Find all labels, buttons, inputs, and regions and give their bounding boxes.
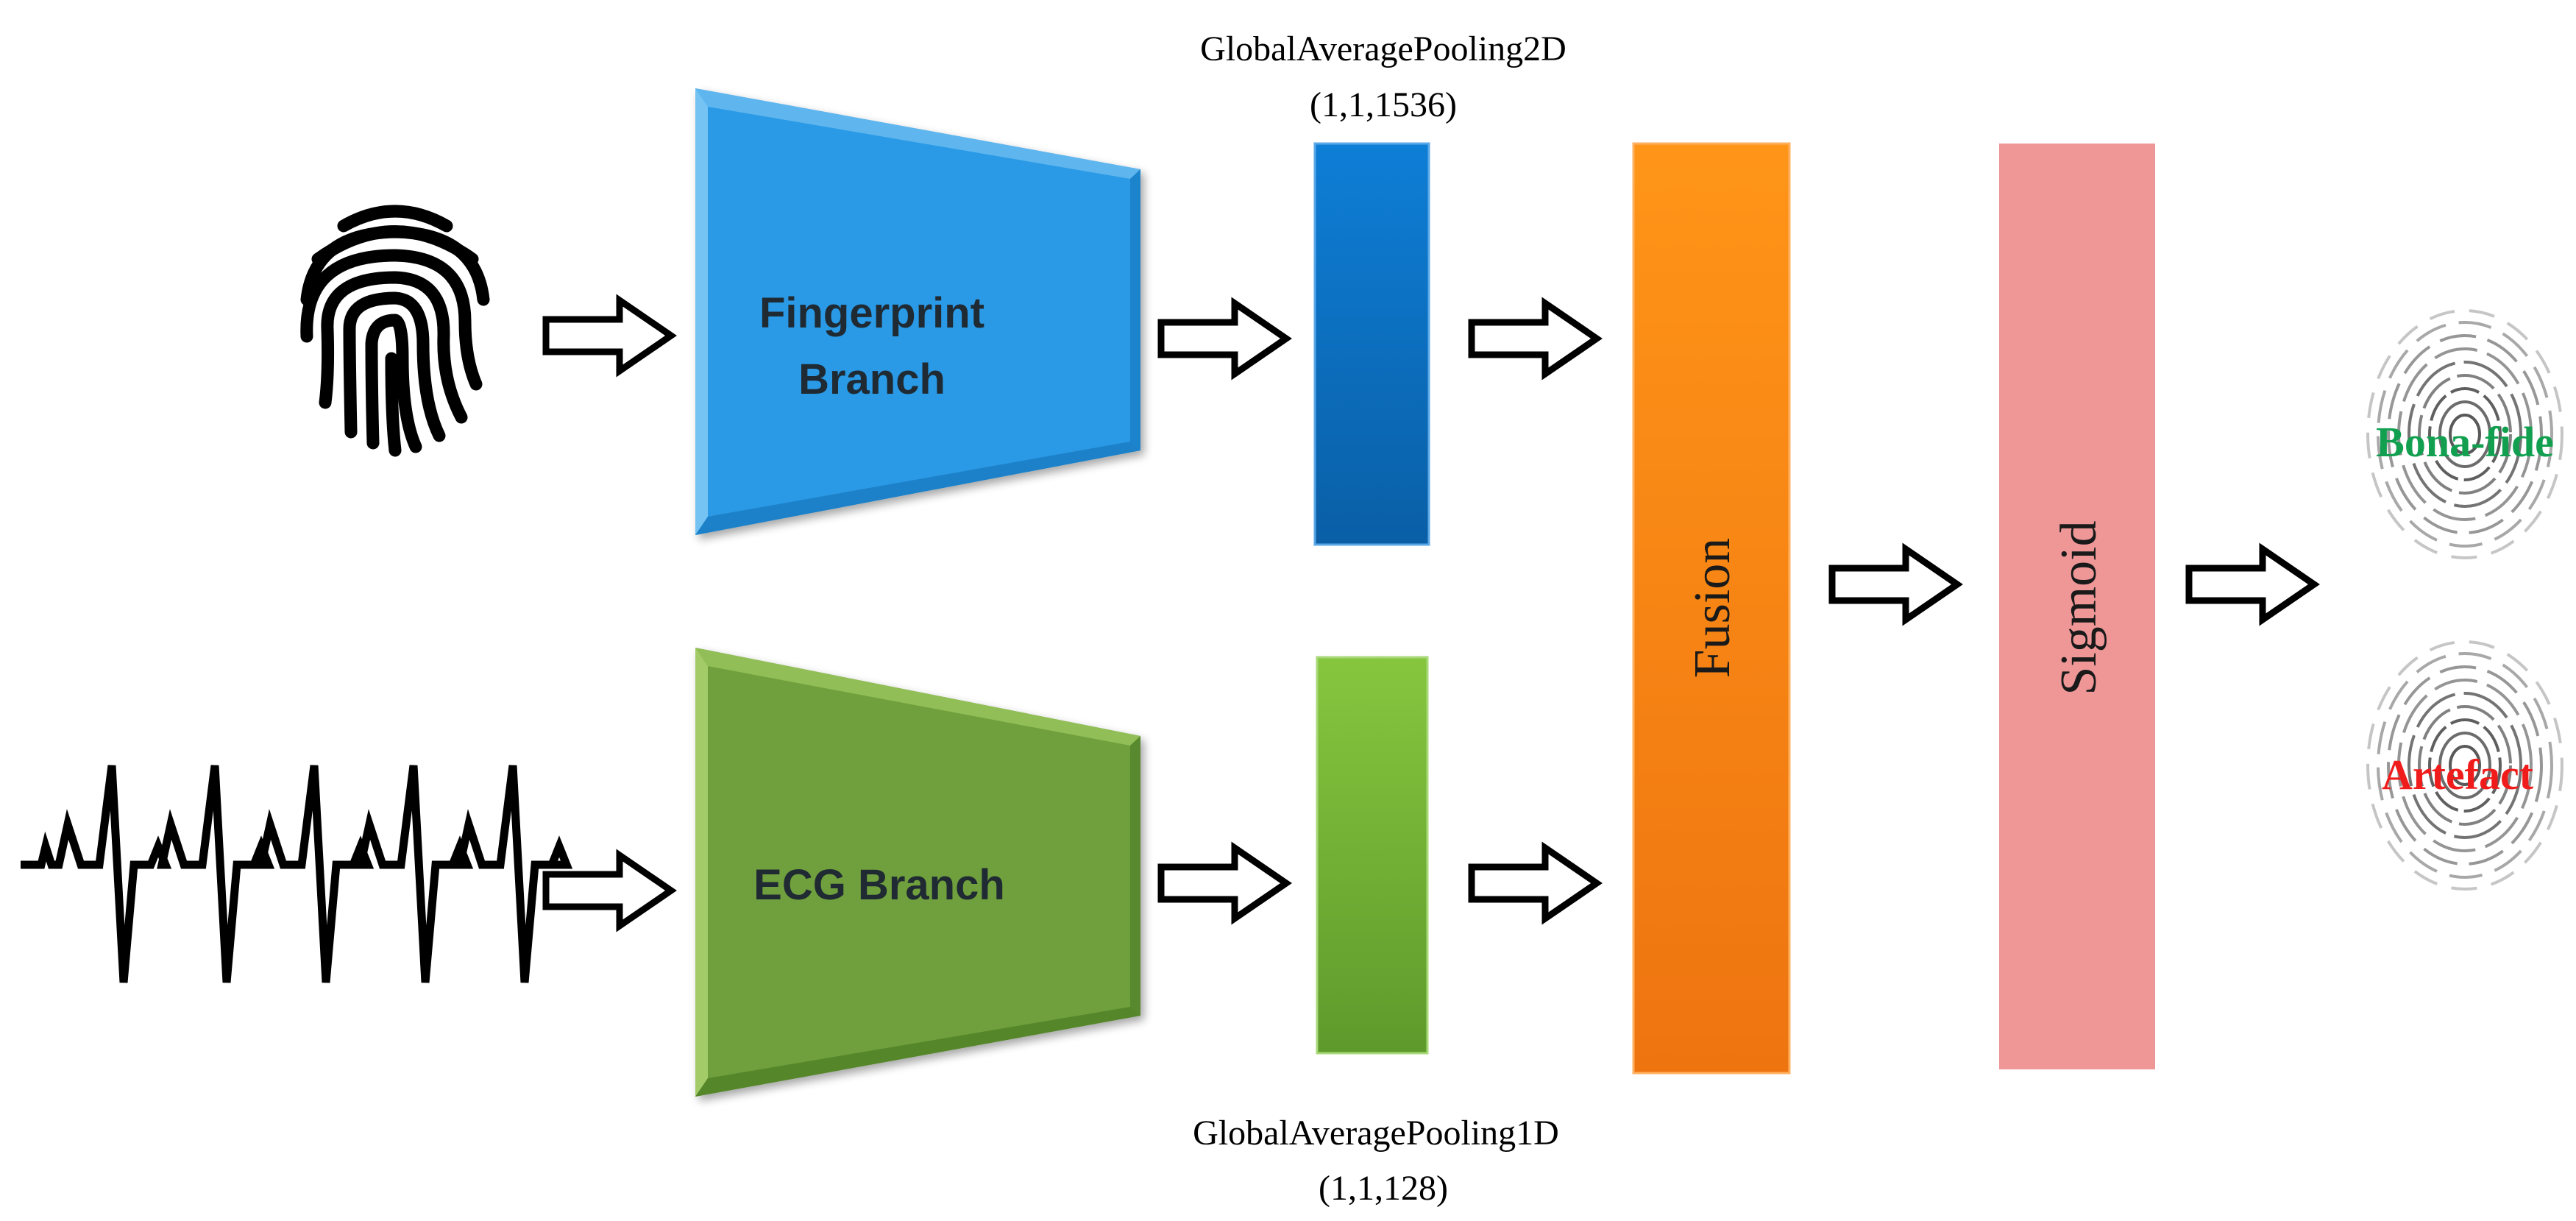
arrow-icon-pool-fusion-bottom: [1472, 848, 1597, 919]
pooling-bottom-shape: (1,1,128): [1319, 1169, 1448, 1208]
fingerprint-icon: [300, 205, 490, 457]
arrow-icon-fusion-sigmoid: [1832, 549, 1957, 620]
pooling-top-bar: [1313, 142, 1430, 546]
ecg-branch-shape: [695, 648, 1140, 1097]
sigmoid-label: Sigmoid: [2051, 520, 2107, 695]
arrow-icon-fp-pool: [1161, 303, 1286, 374]
arrow-icon-fp-input: [546, 300, 671, 371]
ecg-waveform-icon: [21, 765, 573, 983]
fingerprint-sample-icon-bona-fide: [2355, 294, 2575, 574]
fusion-label: Fusion: [1684, 538, 1741, 679]
pooling-top-name: GlobalAveragePooling2D: [1200, 29, 1566, 68]
fingerprint-branch-block: [695, 88, 1140, 535]
pooling-bottom-name: GlobalAveragePooling1D: [1193, 1114, 1559, 1153]
arrow-icon-pool-fusion-top: [1472, 303, 1597, 374]
fingerprint-branch-label-line2: Branch: [798, 355, 945, 403]
sigmoid-block: [1999, 144, 2155, 1069]
pooling-top-shape: (1,1,1536): [1310, 85, 1457, 124]
output-bona-fide-label: Bona-fide: [2376, 418, 2554, 466]
arrow-icon-ecg-pool: [1161, 848, 1286, 919]
fingerprint-sample-icon-artefact: [2355, 626, 2575, 905]
fingerprint-branch-label-line1: Fingerprint: [759, 289, 984, 337]
fusion-block: [1632, 142, 1791, 1075]
pooling-bottom-bar: [1316, 656, 1429, 1055]
output-artefact-label: Artefact: [2382, 751, 2534, 799]
fingerprint-branch-shape: [695, 88, 1140, 535]
ecg-branch-label: ECG Branch: [753, 861, 1005, 909]
ecg-branch-block: [695, 648, 1140, 1097]
arrow-icon-sigmoid-output: [2189, 549, 2314, 620]
